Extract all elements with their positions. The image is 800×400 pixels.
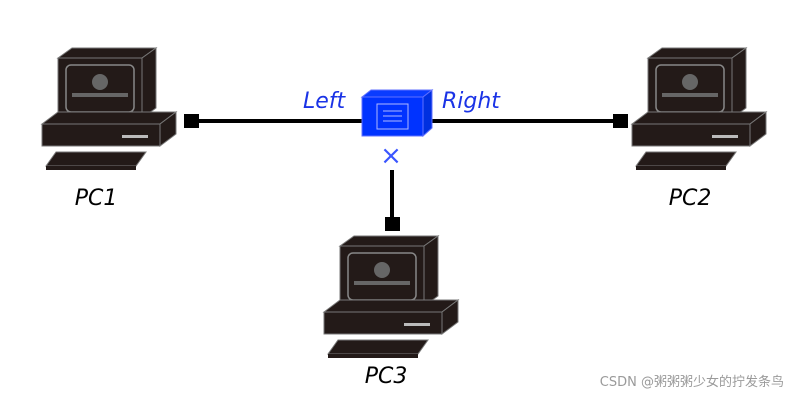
pc1-computer-icon (41, 47, 177, 171)
port-down-marker-icon: × (380, 141, 402, 171)
watermark: CSDN @粥粥粥少女的拧发条鸟 (599, 375, 784, 390)
link-left-endpoint (184, 114, 199, 128)
link-right-endpoint (613, 114, 628, 128)
pc2-label: PC2 (669, 186, 712, 211)
pc3-computer-icon (323, 235, 459, 359)
pc1-label: PC1 (75, 186, 118, 211)
pc2-computer-icon (631, 47, 767, 171)
port-label-left: Left (303, 89, 347, 114)
link-down-endpoint (385, 217, 400, 231)
pc3-label: PC3 (365, 364, 408, 389)
port-label-right: Right (442, 89, 501, 114)
switch-icon (360, 88, 434, 138)
